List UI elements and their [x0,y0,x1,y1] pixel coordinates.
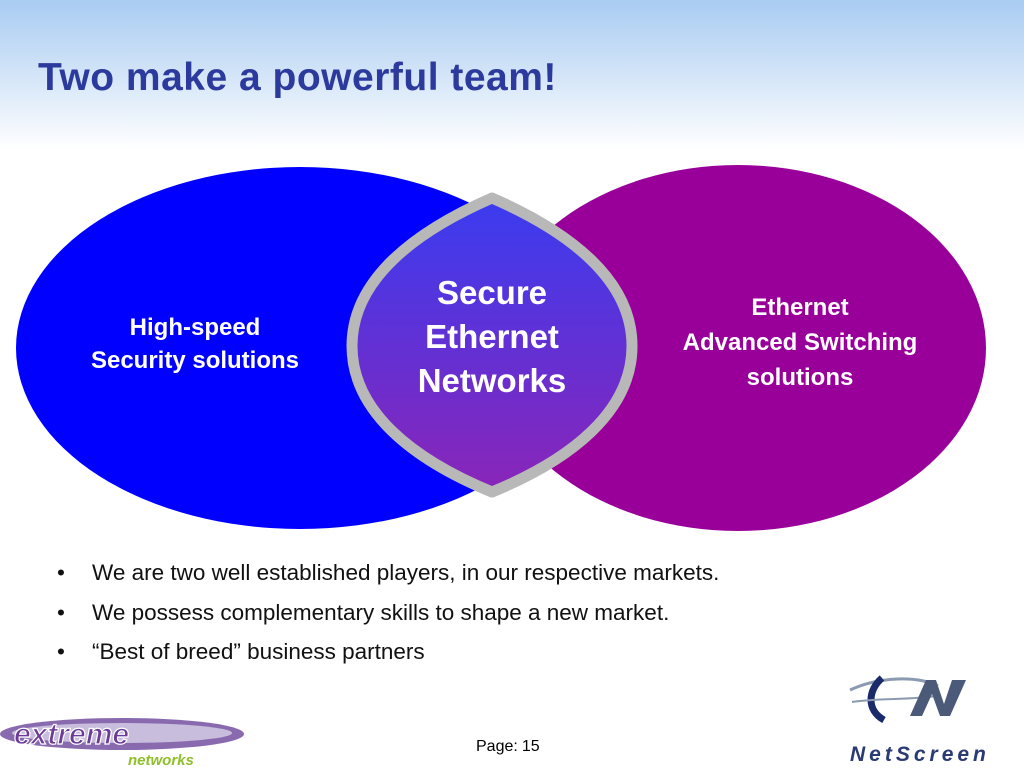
page-label: Page: [476,738,518,755]
bullet-item: We possess complementary skills to shape… [55,598,719,638]
venn-diagram [16,165,986,531]
extreme-logo-subtext: networks [128,752,194,768]
overlap-lens [346,192,638,498]
overlap-label-line: Networks [417,362,567,399]
right-label-line: Ethernet [751,294,849,321]
netscreen-n-mark [910,680,966,716]
left-circle-label: High-speed Security solutions [60,311,330,377]
netscreen-logo-text: NetScreen [850,743,990,766]
left-label-line: High-speed [129,314,261,341]
right-circle-label: Ethernet Advanced Switching solutions [650,290,950,395]
overlap-label: Secure Ethernet Networks [392,271,592,403]
netscreen-logo: NetScreen [849,675,990,766]
right-ellipse [490,165,986,531]
slide-title: Two make a powerful team! [38,56,557,99]
right-label-line: solutions [746,364,854,391]
bullet-item: “Best of breed” business partners [55,637,719,677]
extreme-logo-text: extreme [14,718,129,751]
header-gradient-band [0,0,1024,150]
overlap-label-line: Ethernet [425,318,559,355]
bullet-item: We are two well established players, in … [55,558,719,598]
page-number: Page:15 [476,738,540,756]
left-label-line: Security solutions [90,347,300,374]
right-label-line: Advanced Switching [682,329,918,356]
overlap-label-line: Secure [436,274,548,311]
page-value: 15 [521,738,540,755]
bullet-list: We are two well established players, in … [55,558,719,677]
extreme-networks-logo: extreme networks [0,717,244,768]
